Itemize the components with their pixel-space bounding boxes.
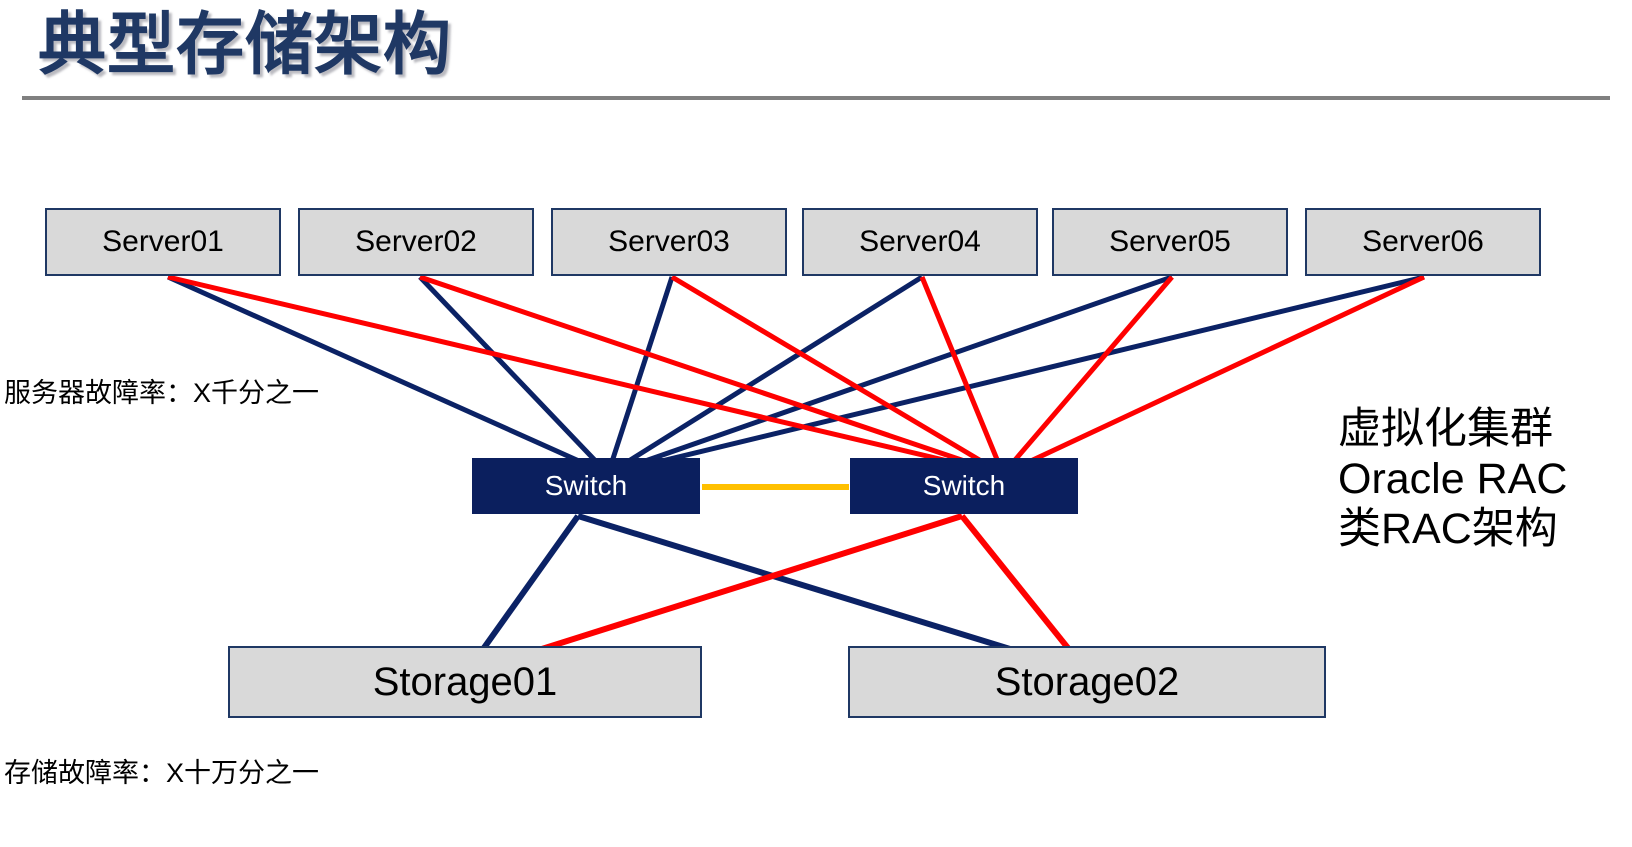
link-server06-switch01 (607, 274, 1425, 477)
node-storage02[interactable]: Storage02 (848, 646, 1326, 718)
node-storage01[interactable]: Storage01 (228, 646, 702, 718)
node-server03[interactable]: Server03 (551, 208, 787, 276)
node-label: Storage02 (994, 659, 1180, 704)
node-label: Server03 (608, 225, 730, 258)
server-failure-rate-label: 服务器故障率：X千分之一 (4, 378, 320, 408)
node-label: Server06 (1362, 225, 1484, 258)
node-label: Switch (544, 470, 628, 501)
node-label: Storage01 (372, 659, 558, 704)
node-server06[interactable]: Server06 (1305, 208, 1541, 276)
cluster-annotation: 虚拟化集群 Oracle RAC 类RAC架构 (1338, 404, 1567, 554)
link-server03-switch02 (670, 274, 1005, 477)
storage-failure-rate-label: 存储故障率：X十万分之一 (4, 758, 320, 788)
link-server03-switch01 (605, 276, 675, 475)
page-title: 典型存储架构 (38, 7, 453, 83)
link-server01-switch01 (166, 274, 610, 477)
title-divider (22, 96, 1610, 100)
link-server02-switch01 (418, 275, 610, 476)
link-server02-switch02 (419, 274, 1004, 477)
links-to-switch-right (167, 274, 1426, 477)
node-server05[interactable]: Server05 (1052, 208, 1288, 276)
link-server06-switch02 (1001, 274, 1426, 477)
node-label: Switch (922, 470, 1006, 501)
node-server01[interactable]: Server01 (45, 208, 281, 276)
cluster-annotation-line-2: Oracle RAC (1338, 455, 1568, 503)
node-label: Server04 (859, 225, 981, 258)
cluster-annotation-line-3: 类RAC架构 (1338, 505, 1558, 553)
node-label: Server01 (102, 225, 224, 258)
link-server05-switch02 (1001, 275, 1174, 476)
link-server04-switch01 (606, 274, 924, 477)
link-server04-switch02 (919, 276, 1006, 475)
links-to-switch-left (166, 274, 1425, 477)
node-switch01[interactable]: Switch (472, 458, 700, 514)
node-server02[interactable]: Server02 (298, 208, 534, 276)
node-label: Server02 (355, 225, 477, 258)
cluster-annotation-line-1: 虚拟化集群 (1338, 405, 1553, 453)
node-server04[interactable]: Server04 (802, 208, 1038, 276)
link-server01-switch02 (167, 274, 1004, 477)
node-label: Server05 (1109, 225, 1231, 258)
node-switch02[interactable]: Switch (850, 458, 1078, 514)
link-server05-switch01 (607, 274, 1173, 477)
